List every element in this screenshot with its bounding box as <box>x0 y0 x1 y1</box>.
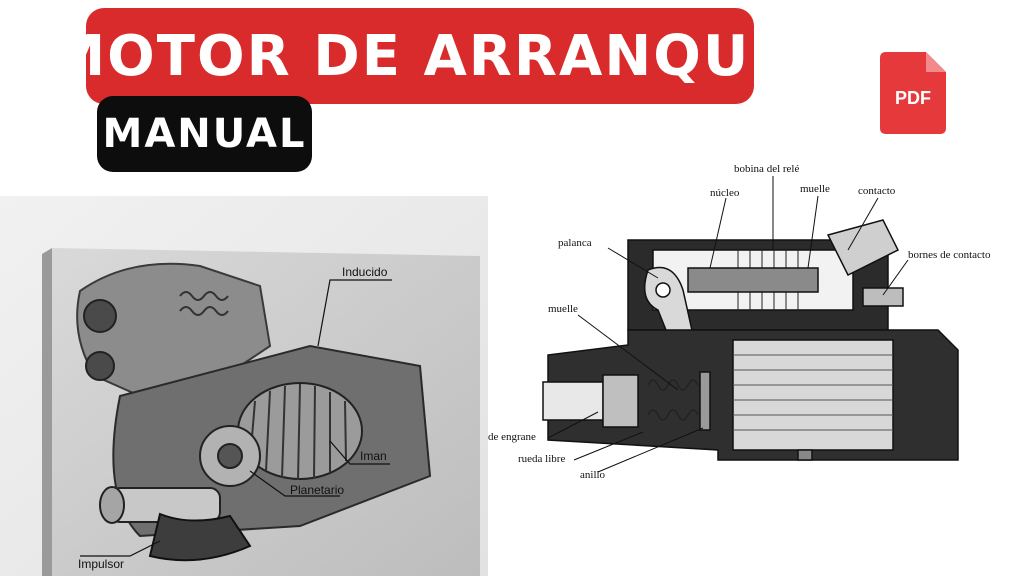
starter-cutaway-canvas: Inducido Iman Planetario Impulsor <box>0 196 490 576</box>
label-impulsor: Impulsor <box>78 557 124 571</box>
label-bobina: bobina del relé <box>734 163 799 175</box>
subtitle-banner: MANUAL <box>97 96 312 172</box>
label-anillo: anillo <box>580 469 606 481</box>
label-bornes: bornes de contacto <box>908 249 991 261</box>
title-banner: MOTOR DE ARRANQUE <box>49 8 789 104</box>
starter-section-diagram: bobina del relé núcleo muelle contacto p… <box>488 150 1024 576</box>
label-palanca: palanca <box>558 237 592 249</box>
label-iman: Iman <box>360 449 387 463</box>
label-engrane: de engrane <box>488 431 536 443</box>
pdf-badge-label: PDF <box>895 88 931 108</box>
label-contacto: contacto <box>858 185 896 197</box>
label-inducido: Inducido <box>342 265 388 279</box>
label-planetario: Planetario <box>290 483 344 497</box>
motor-illustration <box>76 262 432 562</box>
page-title: MOTOR DE ARRANQUE <box>49 23 791 89</box>
page-subtitle: MANUAL <box>102 111 307 157</box>
label-muelle-left: muelle <box>548 303 578 315</box>
label-rueda: rueda libre <box>518 453 565 465</box>
label-nucleo: núcleo <box>710 187 740 199</box>
label-muelle-top: muelle <box>800 183 830 195</box>
pdf-file-icon[interactable] <box>880 52 946 134</box>
diagram-drawing <box>542 219 959 461</box>
